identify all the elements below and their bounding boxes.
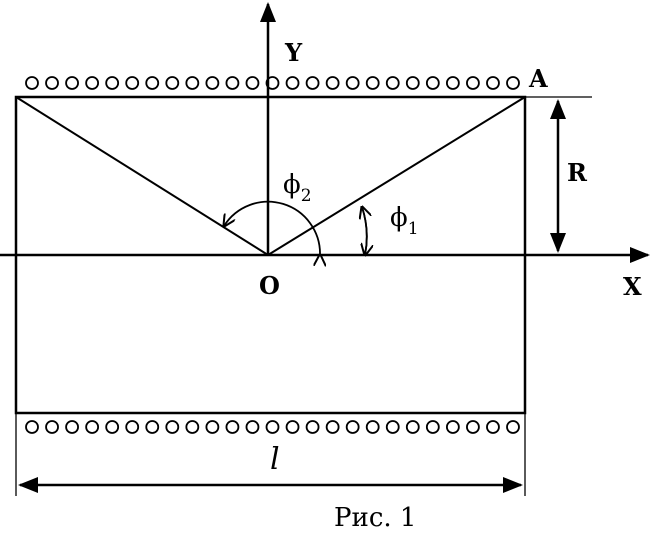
- coil-turn-bottom: [125, 420, 140, 434]
- axis-x-label: X: [623, 272, 642, 301]
- coil-turn-top: [345, 76, 360, 90]
- coil-turn-top: [486, 76, 500, 90]
- coil-turn-top: [285, 76, 300, 90]
- coil-turn-bottom: [165, 420, 180, 434]
- coil-turn-top: [325, 76, 340, 90]
- coil-turn-top: [145, 76, 160, 90]
- coil-turn-bottom: [265, 420, 280, 434]
- coil-turn-top: [445, 76, 460, 90]
- coil-turn-top: [25, 76, 39, 90]
- coil-turn-bottom: [145, 420, 160, 434]
- coil-turn-bottom: [305, 420, 320, 434]
- coil-turn-top: [85, 76, 100, 90]
- figure-caption: Рис. 1: [334, 503, 416, 533]
- angle-phi1-symbol: ϕ: [390, 203, 408, 233]
- coil-turn-bottom: [385, 420, 400, 434]
- radius-label: R: [567, 158, 588, 187]
- coil-turns-top: [25, 76, 520, 90]
- coil-turn-top: [405, 76, 420, 90]
- angle-phi1-subscript: 1: [408, 219, 419, 239]
- coil-turn-bottom: [105, 420, 120, 434]
- coil-turn-bottom: [225, 420, 240, 434]
- origin-label: O: [259, 271, 280, 300]
- coil-turn-top: [185, 76, 200, 90]
- coil-turn-bottom: [65, 420, 79, 434]
- coil-turn-top: [225, 76, 240, 90]
- coil-turn-top: [265, 76, 280, 90]
- coil-turn-bottom: [365, 420, 380, 434]
- coil-turn-bottom: [506, 420, 520, 434]
- angle-phi2-label: ϕ2: [283, 170, 312, 206]
- point-a-label: A: [528, 64, 548, 93]
- coil-turn-top: [45, 76, 59, 90]
- coil-turn-bottom: [425, 420, 440, 434]
- coil-turn-bottom: [205, 420, 220, 434]
- angle-phi2-subscript: 2: [301, 186, 312, 206]
- coil-turn-top: [205, 76, 220, 90]
- coil-turn-top: [365, 76, 380, 90]
- coil-turn-bottom: [285, 420, 300, 434]
- coil-turn-top: [506, 76, 520, 90]
- coil-turn-bottom: [466, 420, 480, 434]
- coil-turn-bottom: [325, 420, 340, 434]
- coil-turn-top: [165, 76, 180, 90]
- coil-turn-bottom: [405, 420, 420, 434]
- coil-turn-bottom: [345, 420, 360, 434]
- coil-turn-bottom: [25, 420, 39, 434]
- length-label: l: [270, 442, 280, 477]
- coil-turn-bottom: [85, 420, 100, 434]
- line-o-to-top-left: [15, 96, 269, 256]
- angle-phi2-symbol: ϕ: [283, 170, 301, 200]
- coil-turn-top: [245, 76, 260, 90]
- coil-turn-bottom: [445, 420, 460, 434]
- coil-turn-top: [466, 76, 480, 90]
- coil-turn-top: [305, 76, 320, 90]
- coil-turn-top: [385, 76, 400, 90]
- coil-turn-bottom: [245, 420, 260, 434]
- coil-turn-bottom: [45, 420, 59, 434]
- angle-phi2-arc: [224, 200, 320, 255]
- coil-turn-top: [65, 76, 79, 90]
- coil-turn-top: [125, 76, 140, 90]
- angle-phi1-label: ϕ1: [390, 203, 419, 239]
- coil-turn-top: [105, 76, 120, 90]
- coil-turn-bottom: [185, 420, 200, 434]
- angle-phi1-arc-lower: [362, 206, 367, 255]
- coil-turn-bottom: [486, 420, 500, 434]
- coil-turns-bottom: [25, 420, 520, 434]
- axis-y-label: Y: [284, 38, 303, 67]
- coil-turn-top: [425, 76, 440, 90]
